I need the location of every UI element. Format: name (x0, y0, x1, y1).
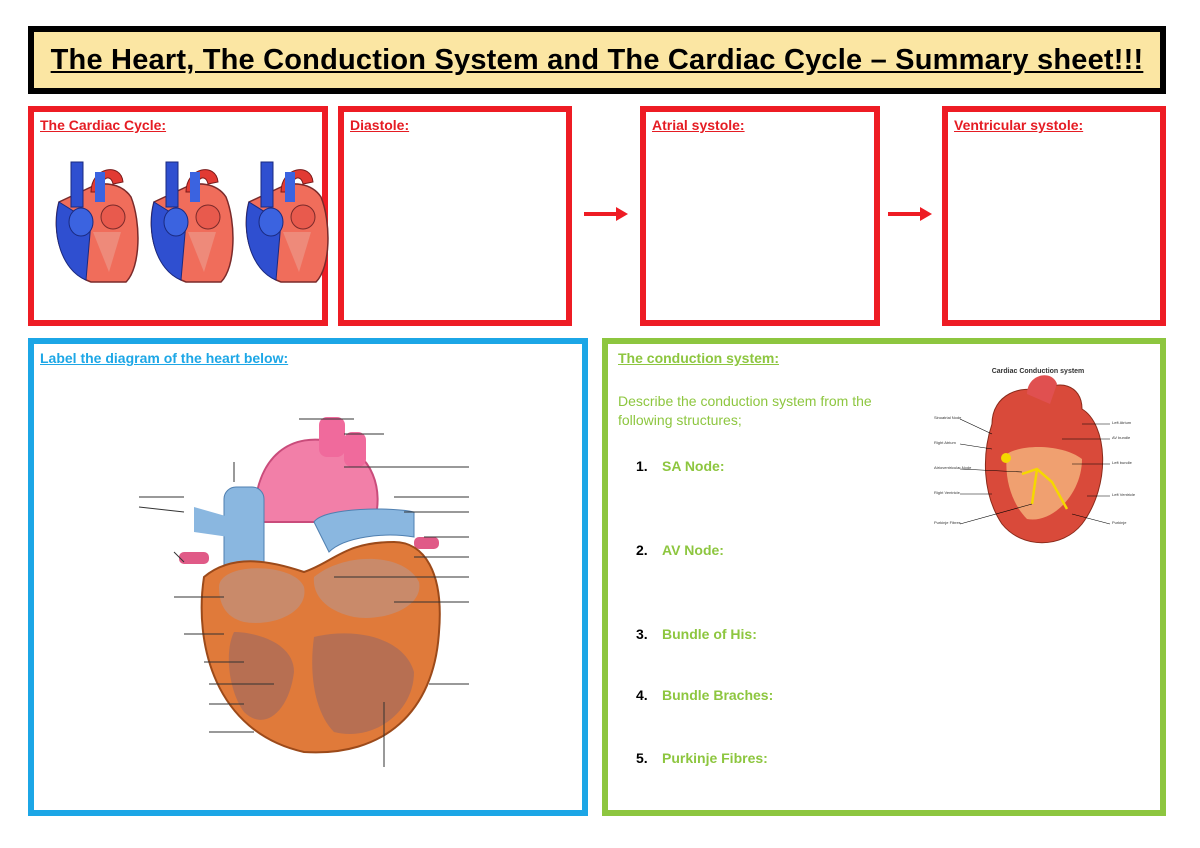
conduction-system-box: The conduction system: Describe the cond… (602, 338, 1166, 816)
heart-icon-2 (150, 161, 234, 283)
conduction-diagram-image: Cardiac Conduction system Sinoatrial Nod… (932, 364, 1144, 560)
list-item: 2.AV Node: (636, 542, 724, 558)
svg-text:Sinoatrial Node: Sinoatrial Node (934, 415, 962, 420)
ventricular-systole-label: Ventricular systole: (954, 117, 1084, 133)
cardiac-cycle-hearts-image (55, 161, 329, 283)
conduction-instruction: Describe the conduction system from the … (618, 393, 872, 428)
sa-node-label: SA Node: (662, 458, 725, 474)
title-banner: The Heart, The Conduction System and The… (28, 26, 1166, 94)
purkinje-fibres-label: Purkinje Fibres: (662, 750, 768, 766)
ventricular-systole-box: Ventricular systole: (942, 106, 1166, 326)
cardiac-cycle-label: The Cardiac Cycle: (40, 117, 167, 133)
svg-text:Right Atrium: Right Atrium (934, 440, 956, 445)
conduction-image-title: Cardiac Conduction system (991, 368, 1085, 375)
bundle-branches-label: Bundle Braches: (662, 687, 774, 703)
bundle-of-his-label: Bundle of His: (662, 626, 757, 642)
svg-text:Left bundle: Left bundle (1112, 460, 1133, 465)
list-item: 4.Bundle Braches: (636, 687, 774, 703)
svg-text:AV bundle: AV bundle (1112, 435, 1131, 440)
heart-diagram-label: Label the diagram of the heart below: (40, 350, 289, 366)
heart-icon-3 (245, 161, 329, 283)
svg-text:Left Atrium: Left Atrium (1112, 420, 1132, 425)
diastole-label: Diastole: (350, 117, 410, 133)
svg-text:Purkinje: Purkinje (1112, 520, 1127, 525)
list-item: 5.Purkinje Fibres: (636, 750, 768, 766)
cardiac-cycle-box: The Cardiac Cycle: (28, 106, 329, 326)
page-title: The Heart, The Conduction System and The… (50, 43, 1144, 76)
arrow-right-icon (888, 207, 932, 221)
atrial-systole-box: Atrial systole: (640, 106, 880, 326)
list-item: 1.SA Node: (636, 458, 725, 474)
atrial-systole-label: Atrial systole: (652, 117, 745, 133)
heart-icon-1 (55, 161, 139, 283)
arrow-right-icon (584, 207, 628, 221)
av-node-label: AV Node: (662, 542, 724, 558)
svg-text:Left Ventricle: Left Ventricle (1112, 492, 1136, 497)
conduction-system-label: The conduction system: (618, 350, 780, 366)
list-item: 3.Bundle of His: (636, 626, 757, 642)
svg-text:Purkinje Fibres: Purkinje Fibres (934, 520, 961, 525)
svg-text:Atrioventricular Node: Atrioventricular Node (934, 465, 972, 470)
heart-diagram-image (138, 417, 469, 767)
svg-text:Right Ventricle: Right Ventricle (934, 490, 961, 495)
heart-diagram-box: Label the diagram of the heart below: (28, 338, 588, 816)
diastole-box: Diastole: (338, 106, 572, 326)
